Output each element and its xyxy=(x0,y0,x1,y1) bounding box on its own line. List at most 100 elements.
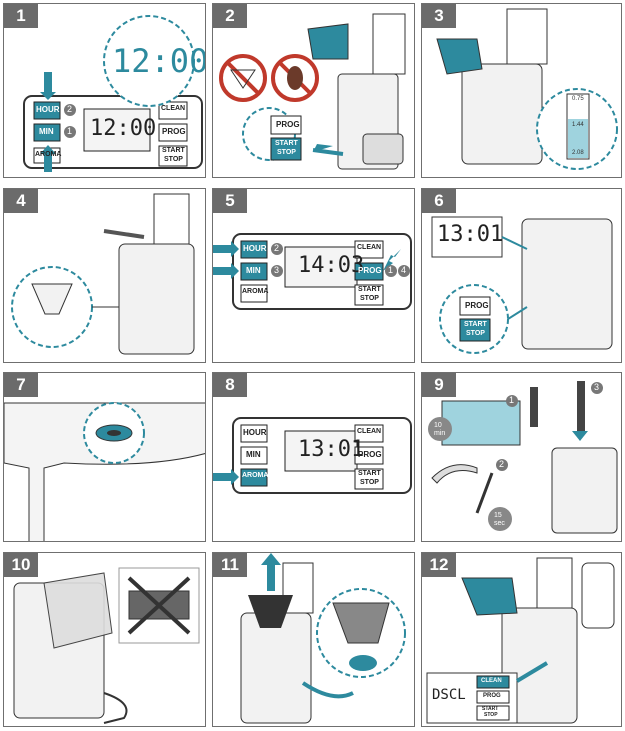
arrow-icon xyxy=(383,249,401,271)
step-panel-7: 7 xyxy=(3,372,206,542)
scale-mark-top: 0.75 xyxy=(572,96,584,102)
min-button xyxy=(33,123,61,142)
filter-basket xyxy=(31,283,73,315)
step-panel-4: 4 xyxy=(3,188,206,363)
prog-label: PROG xyxy=(358,266,382,275)
cleaning-cloth-icon xyxy=(43,572,113,649)
clean-label: CLEAN xyxy=(357,428,382,435)
step-11-illustration xyxy=(240,553,406,724)
prog-label: PROG xyxy=(162,127,186,136)
coffee-maker xyxy=(461,63,543,165)
arrow-icon xyxy=(301,681,354,699)
time-badge-15sec xyxy=(488,507,512,531)
descaler-bottle-icon xyxy=(581,562,615,629)
time-value: 15 xyxy=(494,512,502,519)
arrow-down-icon xyxy=(572,431,588,441)
time-unit: min xyxy=(434,430,446,437)
start-label: START xyxy=(358,470,381,477)
callout-2 xyxy=(271,243,283,255)
arrow-right-icon xyxy=(213,263,239,279)
step-panel-8: 8 13:01 HOUR MIN AROMA CLEAN PROG START … xyxy=(212,372,415,542)
start-stop-button xyxy=(158,145,188,167)
step-number: 3 xyxy=(422,4,456,28)
step-panel-12: 12 DSCL CLEAN PROG START STOP xyxy=(421,552,622,727)
start-stop-button xyxy=(476,705,510,721)
time-unit: sec xyxy=(494,520,505,527)
step-3-illustration xyxy=(436,8,618,170)
hour-button xyxy=(240,240,268,259)
callout-2 xyxy=(64,104,76,116)
callout-number: 1 xyxy=(509,395,515,405)
step-number: 9 xyxy=(422,373,456,397)
clean-label: CLEAN xyxy=(357,244,382,251)
prog-button xyxy=(459,296,491,316)
coffee-maker xyxy=(240,612,312,724)
callout-3 xyxy=(591,382,603,394)
start-label: START xyxy=(275,140,298,147)
step-panel-10: 10 xyxy=(3,552,206,727)
step-number: 1 xyxy=(4,4,38,28)
coffee-maker xyxy=(118,243,195,355)
water-jug xyxy=(461,577,518,616)
callout-number: 1 xyxy=(388,265,394,275)
prog-label: PROG xyxy=(276,120,300,129)
prog-button xyxy=(354,262,384,281)
step-9-illustration xyxy=(428,381,618,534)
time-badge-10min xyxy=(428,417,452,441)
start-label: START xyxy=(162,147,185,154)
filter-basket xyxy=(332,602,390,644)
step-panel-11: 11 xyxy=(212,552,415,727)
callout-number: 4 xyxy=(401,265,407,275)
prog-button xyxy=(158,123,188,142)
zoom-circle xyxy=(103,15,195,107)
stop-label: STOP xyxy=(484,712,498,718)
start-stop-button xyxy=(354,468,384,490)
start-stop-button xyxy=(270,137,302,161)
prog-label: PROG xyxy=(358,450,382,459)
step-number: 12 xyxy=(422,553,456,577)
callout-number: 3 xyxy=(274,265,280,275)
filter-holder xyxy=(248,595,293,628)
hour-label: HOUR xyxy=(243,244,267,253)
drip-valve-tool-icon xyxy=(577,381,585,431)
callout-1 xyxy=(506,395,518,407)
scale-mark-mid: 1.44 xyxy=(572,122,584,128)
coffee-maker xyxy=(521,218,613,350)
aroma-label: AROMA xyxy=(242,288,269,295)
step-6-illustration xyxy=(431,216,613,354)
arrow-right-icon xyxy=(213,469,239,485)
machine-underside xyxy=(4,402,205,541)
step-panel-3: 3 0.75 1.44 2.08 xyxy=(421,3,622,178)
clean-label: CLEAN xyxy=(481,678,502,684)
prog-label: PROG xyxy=(465,301,489,310)
callout-4 xyxy=(398,265,410,277)
step-number: 11 xyxy=(213,553,247,577)
arrow-up-icon xyxy=(267,561,275,591)
hour-label: HOUR xyxy=(243,428,267,437)
arrow-icon xyxy=(515,661,549,683)
min-label: MIN xyxy=(39,127,54,136)
drip-valve-tool-icon xyxy=(530,387,538,427)
start-stop-button xyxy=(459,318,491,342)
display-time: 12:00 xyxy=(90,116,157,141)
display-time: 14:03 xyxy=(298,253,365,278)
clean-button xyxy=(476,675,510,689)
start-stop-button xyxy=(354,284,384,306)
stop-label: STOP xyxy=(360,295,379,302)
open-lid xyxy=(372,13,406,75)
stop-label: STOP xyxy=(277,149,296,156)
display-time: 13:01 xyxy=(437,222,504,247)
clean-button xyxy=(354,240,384,259)
step-number: 4 xyxy=(4,189,38,213)
step-7-illustration xyxy=(4,402,205,541)
aroma-label: AROMA xyxy=(35,151,62,158)
coffee-maker xyxy=(551,447,618,534)
step-panel-1: 1 12:00 12:00 HOUR MIN AROMA CLEAN PROG … xyxy=(3,3,206,178)
display-screen xyxy=(83,108,151,152)
hour-button xyxy=(33,101,61,120)
callout-3 xyxy=(271,265,283,277)
callout-number: 2 xyxy=(499,459,505,469)
start-label: START xyxy=(482,706,499,712)
step-panel-6: 6 13:01 PROG START STOP xyxy=(421,188,622,363)
callout-number: 2 xyxy=(274,243,280,253)
